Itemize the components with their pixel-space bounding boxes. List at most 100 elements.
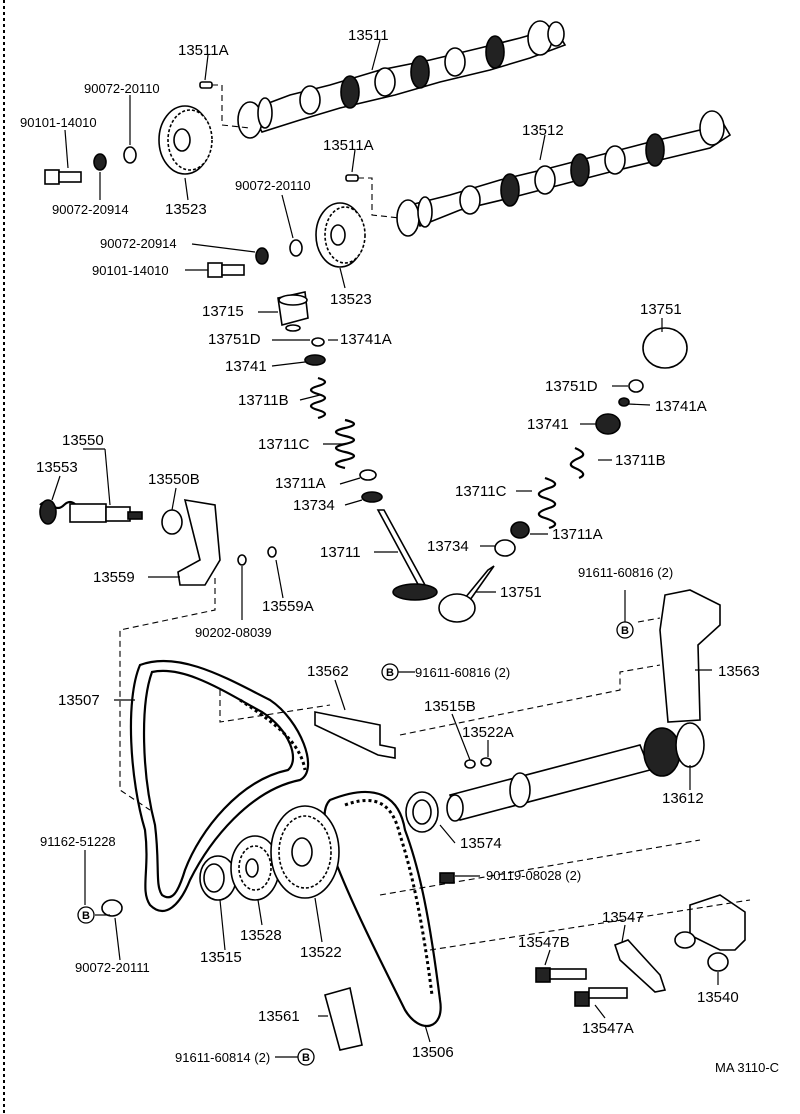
bolt-90119-08028 <box>439 872 455 884</box>
svg-text:B: B <box>82 910 90 922</box>
plate-13547 <box>613 939 667 993</box>
label-13511A: 13511A <box>323 137 374 154</box>
dash-line-f <box>637 617 661 623</box>
label-13515: 13515 <box>200 949 242 966</box>
valve-assembly-left <box>277 291 438 601</box>
label-13734: 13734 <box>293 497 335 514</box>
label-13711B: 13711B <box>615 452 666 469</box>
label-13741: 13741 <box>225 358 267 375</box>
seal-13574 <box>405 791 439 833</box>
bolt-90101-14010-1 <box>44 169 82 185</box>
tensioner-13540 <box>674 894 746 972</box>
svg-text:B: B <box>621 625 629 637</box>
label-13734: 13734 <box>427 538 469 555</box>
camshaft-13511 <box>237 20 567 139</box>
label-13540: 13540 <box>697 989 739 1006</box>
label-13523: 13523 <box>330 291 372 308</box>
label-13547A: 13547A <box>582 1020 634 1037</box>
label-13711A: 13711A <box>275 475 326 492</box>
pin-13511A-2 <box>345 174 359 182</box>
label-13711: 13711 <box>320 544 361 561</box>
label-13711C: 13711C <box>258 436 310 453</box>
label-13751: 13751 <box>500 584 542 601</box>
label-13511: 13511 <box>348 27 389 44</box>
label-13512: 13512 <box>522 122 564 139</box>
b-marker: B <box>616 621 634 639</box>
label-13751D: 13751D <box>545 378 598 395</box>
label-13507: 13507 <box>58 692 100 709</box>
label-13741A: 13741A <box>655 398 707 415</box>
label-13711A: 13711A <box>552 526 603 543</box>
label-13553: 13553 <box>36 459 78 476</box>
label-13511A: 13511A <box>178 42 229 59</box>
svg-text:B: B <box>302 1052 310 1064</box>
label-13559: 13559 <box>93 569 135 586</box>
pin-13511A-1 <box>199 81 213 89</box>
gear-13515 <box>199 855 237 901</box>
label-13562: 13562 <box>307 663 349 680</box>
camshaft-13512 <box>396 110 732 237</box>
valve-assembly-right <box>438 327 688 623</box>
label-90072-20110: 90072-20110 <box>235 178 311 193</box>
washer-90072-20110-1 <box>123 146 137 164</box>
label-13522: 13522 <box>300 944 342 961</box>
b-marker: B <box>381 663 399 681</box>
label-90101-14010: 90101-14010 <box>20 115 97 130</box>
label-13559A: 13559A <box>262 598 314 615</box>
label-13612: 13612 <box>662 790 704 807</box>
dash-line-e <box>379 839 701 896</box>
dash-line-b <box>219 690 331 723</box>
chain-guide-13562 <box>314 711 396 759</box>
bolt-90101-14010-2 <box>207 262 245 278</box>
label-91162-51228: 91162-51228 <box>40 834 116 849</box>
b-marker: B <box>77 906 95 924</box>
label-13751: 13751 <box>640 301 682 318</box>
dash-line-c <box>399 664 661 736</box>
label-13528: 13528 <box>240 927 282 944</box>
leader-lines <box>51 39 719 1058</box>
tensioner-13550 <box>39 499 277 586</box>
reference-code: MA 3110-C <box>715 1060 779 1075</box>
shaft-13612 <box>446 722 705 822</box>
label-13550B: 13550B <box>148 471 200 488</box>
svg-text:B: B <box>386 667 394 679</box>
label-90072-20914: 90072-20914 <box>100 236 177 251</box>
bracket-13563 <box>659 589 721 723</box>
label-90072-20110: 90072-20110 <box>84 81 160 96</box>
timing-chain-13507 <box>129 659 310 912</box>
bolt-13547B <box>535 967 587 983</box>
label-13561: 13561 <box>258 1008 300 1025</box>
gear-13528 <box>230 835 280 901</box>
b-marker: B <box>297 1048 315 1066</box>
gear-13522 <box>270 805 340 899</box>
key-13515B <box>464 759 476 769</box>
part-labels: 13511 13511A 13512 13511A 90072-20110 90… <box>20 27 779 1075</box>
washer-90072-20914-2 <box>255 247 269 265</box>
label-13751D: 13751D <box>208 331 261 348</box>
label-13574: 13574 <box>460 835 502 852</box>
label-13547: 13547 <box>602 909 644 926</box>
label-13506: 13506 <box>412 1044 454 1061</box>
label-13711B: 13711B <box>238 392 289 409</box>
washer-90072-20111 <box>101 899 123 917</box>
label-90202-08039: 90202-08039 <box>195 625 272 640</box>
label-91611-60814: 91611-60814 (2) <box>175 1050 270 1065</box>
chain-guide-13561 <box>324 986 363 1051</box>
dash-line-d <box>429 899 751 951</box>
label-13711C: 13711C <box>455 483 507 500</box>
sprocket-13523-1 <box>158 105 213 175</box>
label-91611-60816: 91611-60816 (2) <box>415 665 510 680</box>
label-90119-08028: 90119-08028 (2) <box>486 868 581 883</box>
dash-line-a <box>119 578 216 811</box>
label-91611-60816: 91611-60816 (2) <box>578 565 673 580</box>
label-13741A: 13741A <box>340 331 392 348</box>
label-90101-14010: 90101-14010 <box>92 263 169 278</box>
label-13547B: 13547B <box>518 934 570 951</box>
label-13550: 13550 <box>62 432 104 449</box>
washer-90072-20110-2 <box>289 239 303 257</box>
label-13523: 13523 <box>165 201 207 218</box>
label-90072-20111: 90072-20111 <box>75 960 150 975</box>
bolt-13547A <box>574 987 628 1007</box>
label-13515B: 13515B <box>424 698 476 715</box>
